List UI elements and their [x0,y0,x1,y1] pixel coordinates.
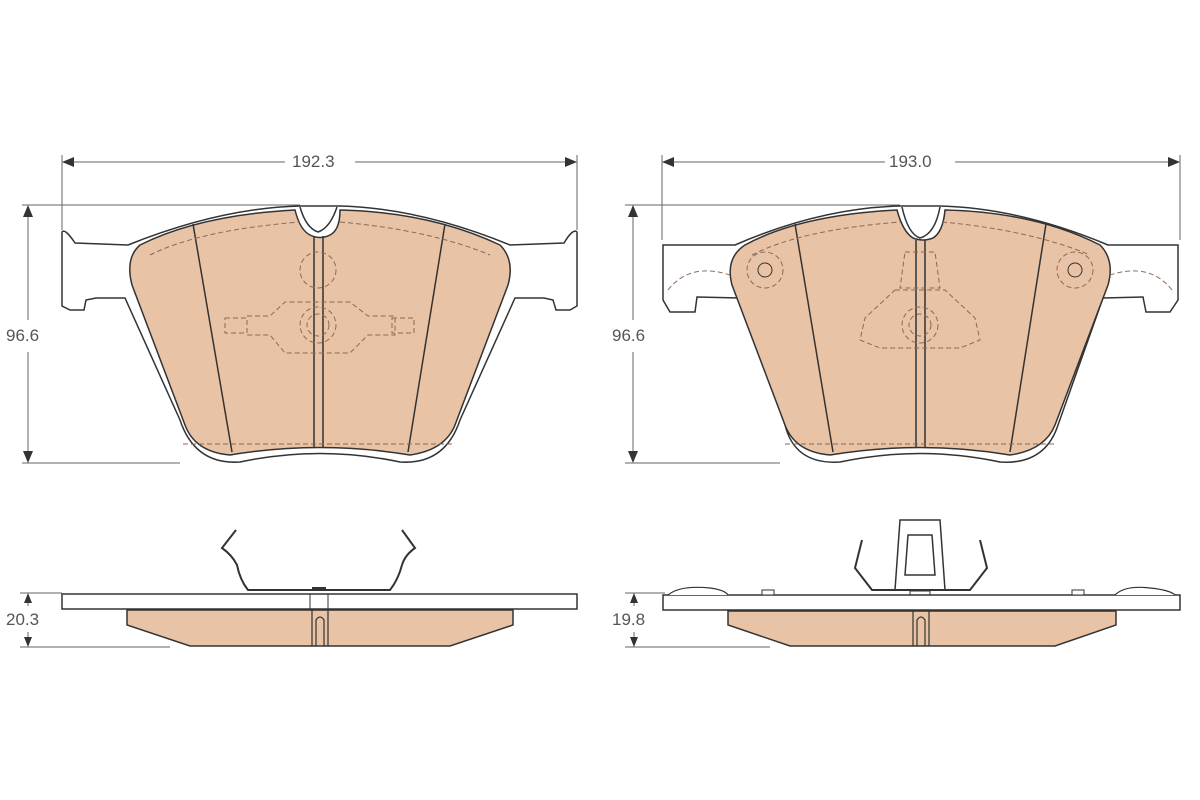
pad-1-side-view [20,529,578,648]
pad-2-side-view [625,519,1181,648]
backing-plate [662,594,1181,611]
friction-material [727,610,1117,647]
width-dimension-line [661,155,1181,240]
slots [192,223,446,453]
pad-1-width-label: 192.3 [288,152,339,172]
friction-material [126,609,514,647]
height-dimension-line [22,204,300,464]
hidden-lines [149,221,491,445]
slots [794,223,1047,453]
hidden-lines [667,221,1173,445]
center-notch [299,206,338,233]
pad-1-height-label: 96.6 [2,326,44,346]
pad-2-width-label: 193.0 [885,152,936,172]
pad-1-thickness-label: 20.3 [2,610,44,630]
spring-clip [220,529,417,591]
friction-material [729,209,1111,456]
spring-clip [853,539,989,591]
backing-plate [61,593,578,610]
pad-2-thickness-label: 19.8 [608,610,650,630]
pad-1-front-view [22,155,578,464]
wear-sensor-clip [894,519,946,591]
center-notch [901,206,941,239]
thickness-dimension-line [625,592,770,648]
height-dimension-line [625,204,900,464]
pad-2-front-view [625,155,1181,464]
pad-2-height-label: 96.6 [608,326,650,346]
width-dimension-line [61,155,578,230]
thickness-dimension-line [20,592,170,648]
friction-material [129,209,511,456]
